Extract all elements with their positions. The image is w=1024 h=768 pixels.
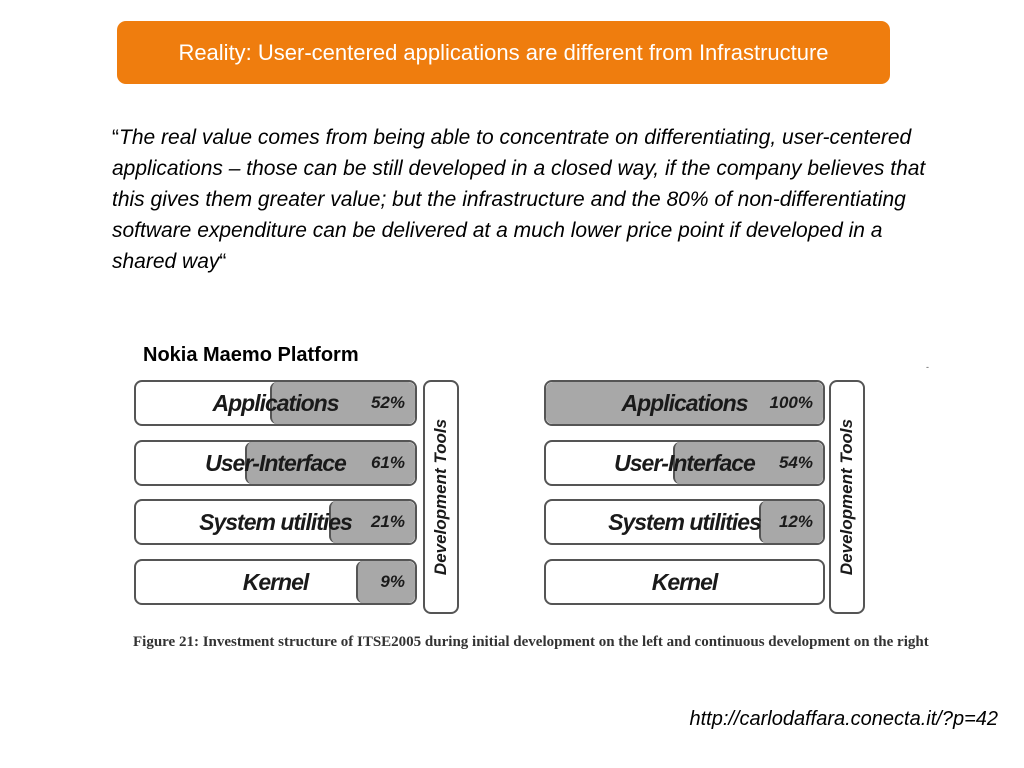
left-dev-tools-label: Development Tools <box>431 418 450 576</box>
investment-structure-diagram: Applications 52% User-Interface 61% System u… <box>130 376 870 616</box>
right-layer-fill <box>673 442 823 484</box>
right-layer-percent: 100% <box>769 393 813 412</box>
left-layer-fill <box>244 442 415 484</box>
left-layer-percent: 52% <box>370 393 405 412</box>
right-layer-fill <box>546 382 823 424</box>
left-dev-tools-bar: Development Tools <box>423 380 459 614</box>
right-layer-label: Applications <box>621 389 748 416</box>
left-layer-label: Applications <box>212 389 339 416</box>
quote-block: “The real value comes from being able to… <box>112 122 952 277</box>
slide-title-banner: Reality: User-centered applications are … <box>117 21 890 84</box>
tiny-mark: - <box>926 362 929 372</box>
quote-open-mark: “ <box>112 126 119 149</box>
left-layer-fill <box>269 382 415 424</box>
left-layer-label: User-Interface <box>205 449 347 476</box>
slide-title: Reality: User-centered applications are … <box>178 39 829 65</box>
right-layer-label: User-Interface <box>614 449 756 476</box>
left-layer: System utilities 21% <box>134 499 417 545</box>
left-layer-fill <box>328 501 415 543</box>
right-dev-tools-bar: Development Tools <box>829 380 865 614</box>
figure-caption: Figure 21: Investment structure of ITSE2… <box>133 634 929 650</box>
left-layer-percent: 61% <box>370 453 405 472</box>
right-layer-label: Kernel <box>651 568 719 595</box>
left-layer-label: Kernel <box>242 568 310 595</box>
left-layer: User-Interface 61% <box>134 440 417 486</box>
right-layer-percent: 54% <box>778 453 813 472</box>
quote-close-mark: “ <box>219 250 227 273</box>
figure-heading: Nokia Maemo Platform <box>143 344 359 366</box>
source-url[interactable]: http://carlodaffara.conecta.it/?p=42 <box>689 708 998 730</box>
right-layer-percent: 12% <box>778 512 813 531</box>
left-layer: Applications 52% <box>134 380 417 426</box>
right-layer: Kernel <box>544 559 825 605</box>
left-layer-label: System utilities <box>199 508 353 535</box>
quote-text: The real value comes from being able to … <box>112 126 926 273</box>
right-layer: System utilities 12% <box>544 499 825 545</box>
right-layer: User-Interface 54% <box>544 440 825 486</box>
right-layer-label: System utilities <box>608 508 762 535</box>
left-layer-fill <box>356 561 415 603</box>
left-layer-percent: 9% <box>380 572 405 591</box>
left-layer-percent: 21% <box>370 512 405 531</box>
right-dev-tools-label: Development Tools <box>837 418 856 576</box>
left-layer: Kernel 9% <box>134 559 417 605</box>
right-layer: Applications 100% <box>544 380 825 426</box>
right-layer-fill <box>759 501 823 543</box>
